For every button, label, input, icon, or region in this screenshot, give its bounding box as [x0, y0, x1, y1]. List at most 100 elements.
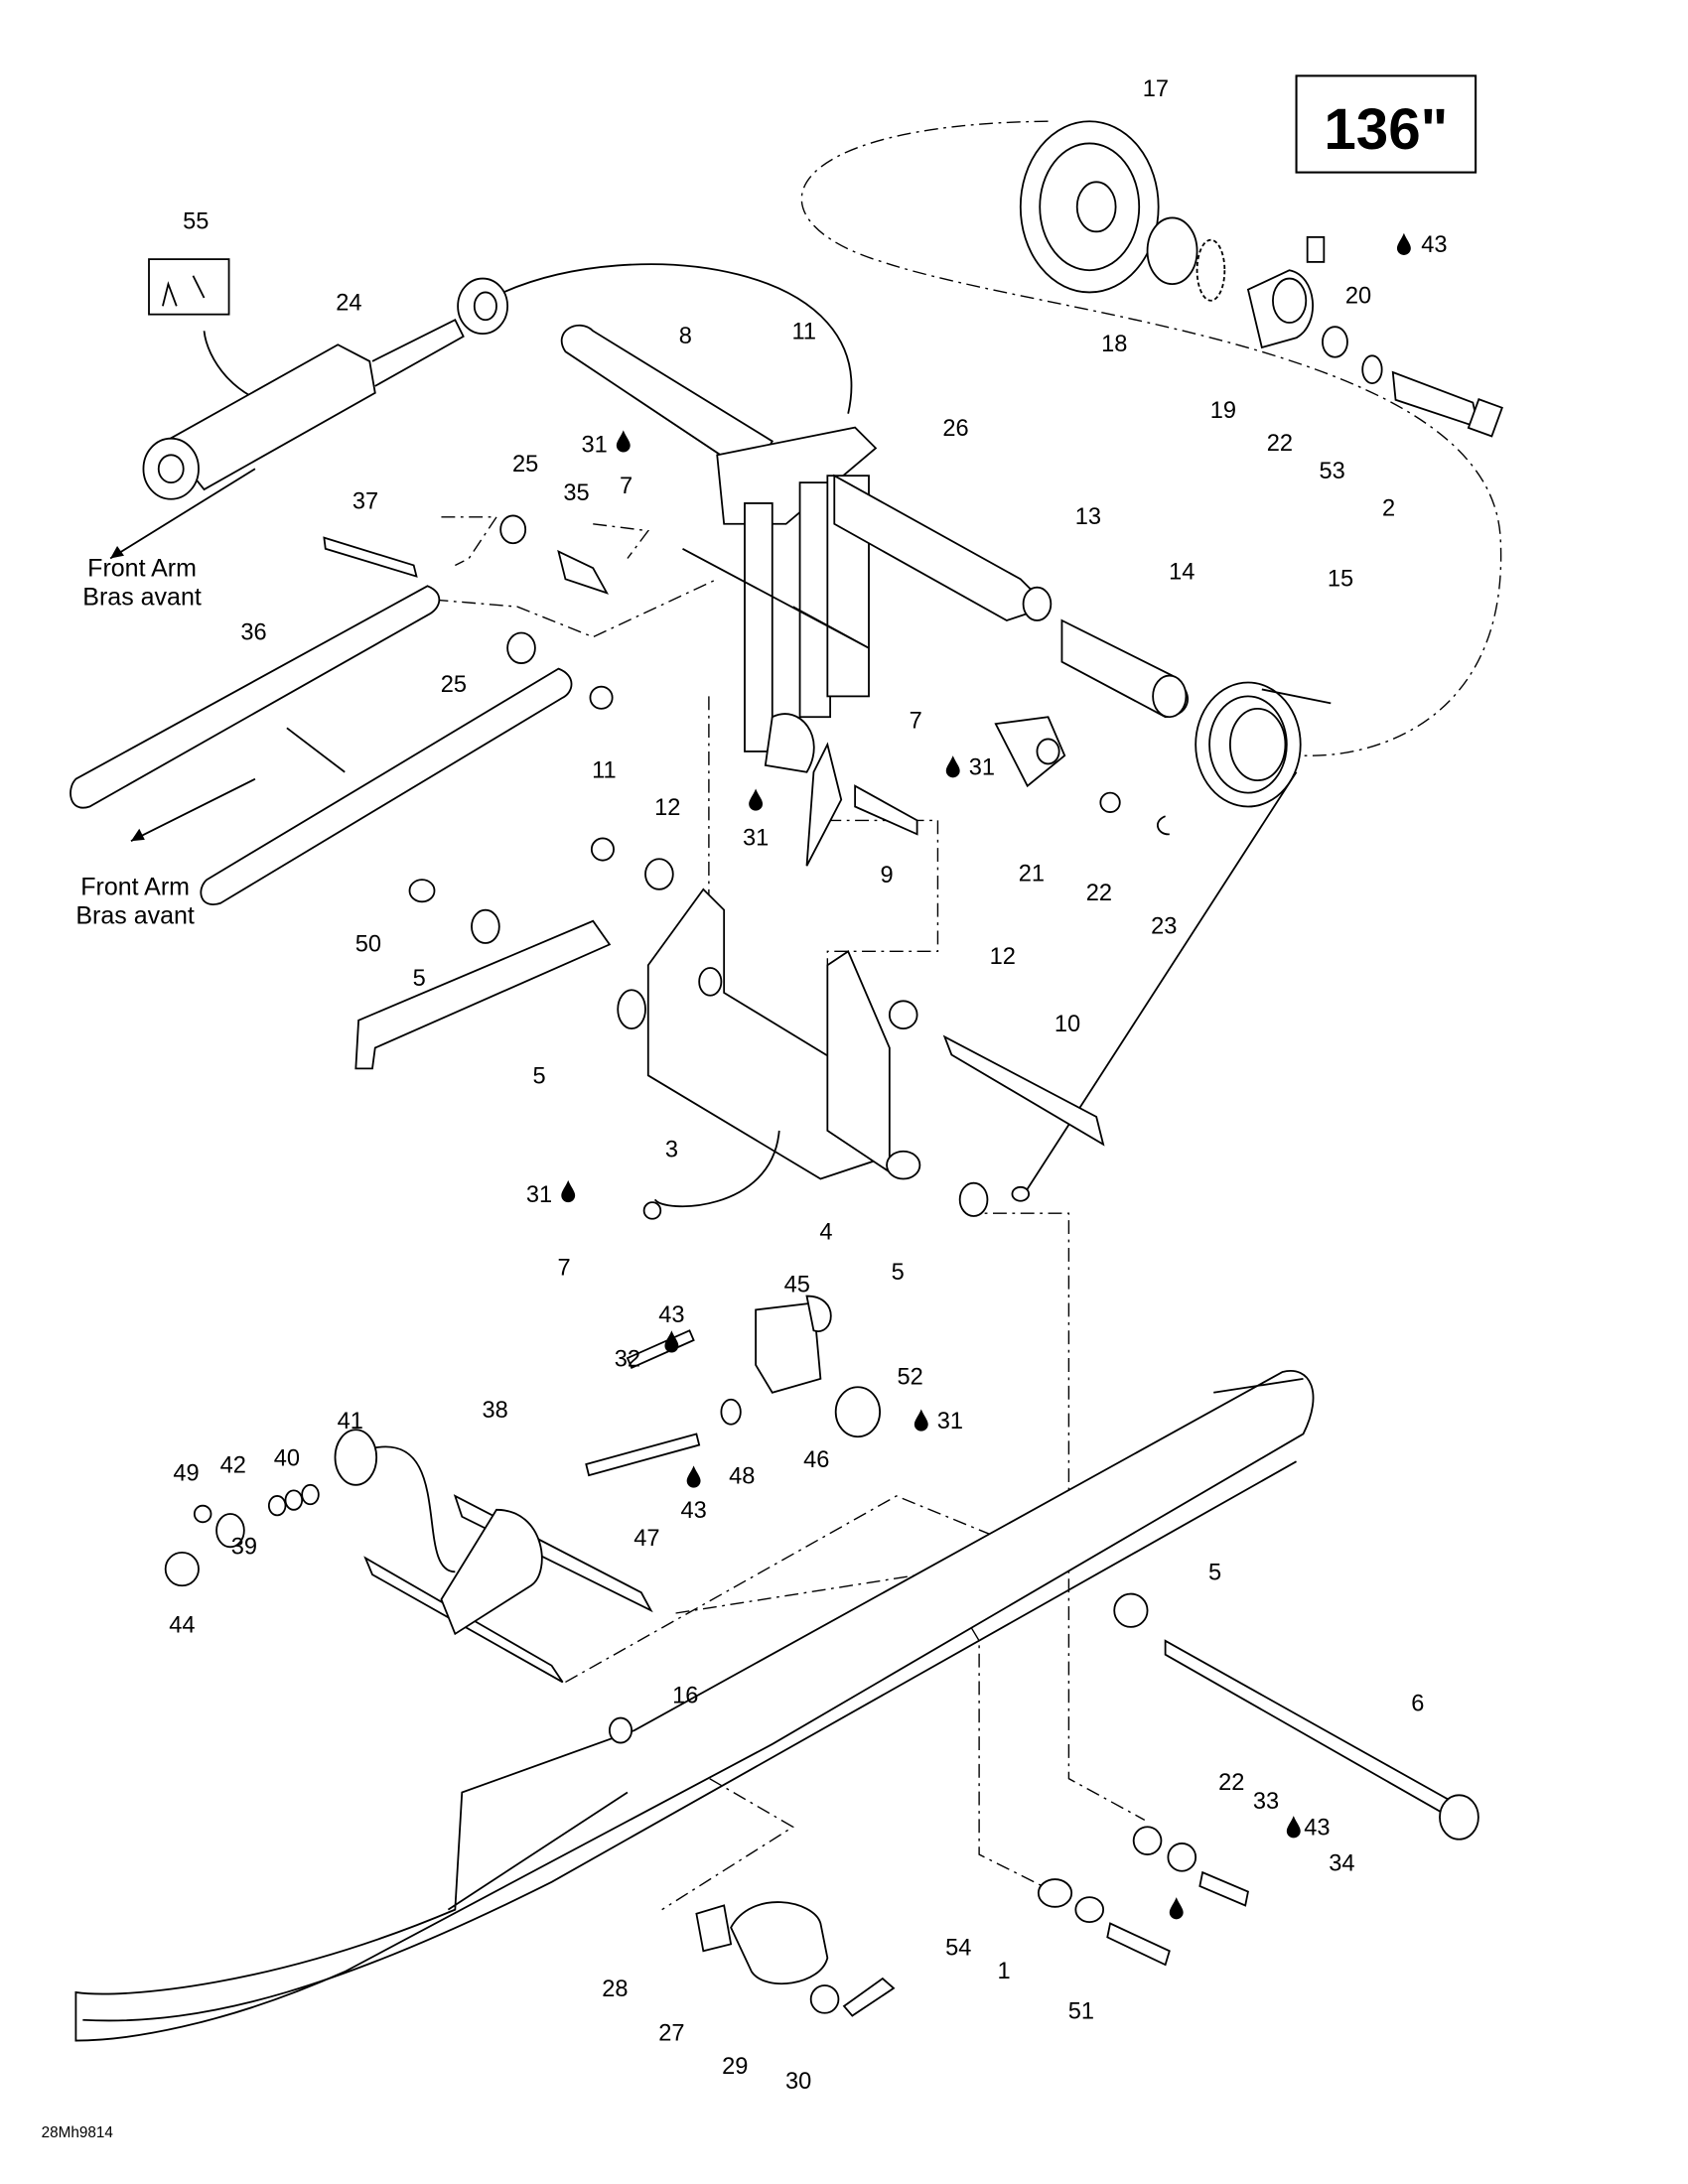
callout-3: 18: [1101, 332, 1127, 357]
oil-drop-icon: [664, 1330, 679, 1353]
callout-0: 17: [1143, 76, 1169, 102]
callout-45: 52: [898, 1364, 923, 1390]
callout-59: 6: [1411, 1692, 1424, 1717]
oil-drop-icon: [561, 1179, 576, 1203]
callout-51: 49: [173, 1461, 199, 1487]
callout-69: 27: [658, 2021, 684, 2047]
callout-50: 42: [220, 1452, 246, 1478]
drawing-code: 28Mh9814: [42, 2124, 114, 2141]
callout-2: 20: [1345, 284, 1371, 310]
oil-drop-icon: [1169, 1897, 1184, 1920]
callout-15: 25: [512, 452, 538, 478]
callout-44: 32: [615, 1346, 640, 1372]
callout-38: 31: [526, 1182, 552, 1208]
note-line-2: Bras avant: [75, 902, 195, 930]
oil-drop-icon: [914, 1409, 928, 1432]
callout-35: 10: [1055, 1012, 1080, 1037]
note-front-arm-lower: Front Arm Bras avant: [75, 873, 195, 929]
callout-63: 43: [1304, 1816, 1330, 1842]
callout-36: 5: [532, 1064, 545, 1090]
callout-27: 12: [654, 795, 680, 821]
callout-37: 3: [665, 1137, 678, 1162]
torsion-spring: [1011, 681, 1332, 1202]
callout-23: 11: [592, 757, 617, 783]
note-line-1: Front Arm: [80, 873, 190, 900]
callout-29: 21: [1019, 861, 1045, 887]
callout-66: 1: [998, 1959, 1011, 1984]
callout-42: 45: [784, 1272, 810, 1297]
callout-6: 53: [1320, 459, 1345, 484]
center-bracket: [354, 837, 1105, 1220]
callout-8: 55: [183, 209, 209, 235]
callout-54: 43: [680, 1498, 706, 1524]
callout-57: 44: [169, 1612, 195, 1638]
callout-67: 51: [1068, 1998, 1094, 2024]
callout-30: 22: [1086, 881, 1112, 906]
callout-18: 13: [1075, 504, 1101, 530]
callout-28: 9: [880, 863, 893, 888]
callout-26: 31: [743, 825, 769, 851]
callout-10: 8: [679, 324, 692, 349]
callout-14: 26: [942, 416, 968, 442]
oil-drop-icon: [749, 788, 764, 811]
callout-53: 48: [729, 1463, 755, 1489]
callout-4: 19: [1210, 398, 1236, 424]
callout-39: 7: [557, 1256, 570, 1282]
upper-arm-assembly: [560, 325, 1189, 867]
callout-61: 22: [1218, 1770, 1244, 1796]
callout-25: 31: [969, 755, 995, 781]
front-arms: [70, 514, 614, 905]
callout-32: 50: [355, 931, 381, 957]
slide-rail: [74, 1369, 1479, 2042]
lubricant-markers: [561, 232, 1411, 1920]
callout-22: 25: [441, 672, 467, 698]
shock-absorber: [109, 258, 853, 560]
oil-drop-icon: [686, 1465, 701, 1488]
callout-56: 39: [231, 1534, 257, 1560]
callout-71: 30: [785, 2069, 811, 2095]
callout-7: 2: [1382, 495, 1395, 521]
callout-16: 35: [563, 480, 589, 506]
callout-41: 5: [892, 1260, 905, 1286]
note-line-2: Bras avant: [82, 584, 202, 612]
callout-12: 31: [581, 433, 607, 459]
callout-13: 7: [620, 474, 633, 499]
callout-11: 11: [791, 320, 816, 345]
callout-33: 5: [413, 966, 426, 992]
callout-1: 43: [1421, 232, 1447, 258]
callout-40: 4: [819, 1220, 832, 1246]
assembly-dash-lines: [434, 120, 1502, 1911]
callout-47: 38: [482, 1398, 507, 1424]
rear-arm-assembly: [164, 1295, 882, 1684]
callout-64: 34: [1329, 1851, 1354, 1877]
callout-34: 12: [990, 944, 1016, 970]
callout-24: 7: [910, 708, 922, 734]
callout-9: 24: [336, 291, 361, 317]
callout-43: 43: [658, 1302, 684, 1328]
callout-48: 41: [338, 1409, 363, 1434]
callout-17: 37: [352, 489, 378, 515]
callout-58: 5: [1208, 1561, 1221, 1586]
callout-65: 54: [945, 1935, 971, 1961]
oil-drop-icon: [1286, 1816, 1301, 1839]
callout-55: 47: [633, 1526, 659, 1552]
idler-wheel: [1019, 120, 1503, 438]
callout-5: 22: [1267, 431, 1293, 457]
callout-68: 28: [602, 1977, 628, 2002]
oil-drop-icon: [945, 755, 960, 778]
size-badge: 136": [1295, 74, 1477, 174]
callout-62: 33: [1253, 1789, 1279, 1815]
callout-60: 16: [672, 1683, 698, 1708]
oil-drop-icon: [616, 430, 631, 453]
callout-70: 29: [722, 2054, 748, 2080]
callout-46: 31: [937, 1409, 963, 1434]
callout-19: 14: [1169, 559, 1195, 585]
oil-drop-icon: [1396, 232, 1411, 255]
size-badge-text: 136": [1324, 97, 1448, 162]
callout-20: 15: [1328, 566, 1353, 592]
note-front-arm-upper: Front Arm Bras avant: [82, 555, 202, 612]
callout-49: 40: [274, 1445, 300, 1471]
note-line-1: Front Arm: [87, 555, 197, 583]
